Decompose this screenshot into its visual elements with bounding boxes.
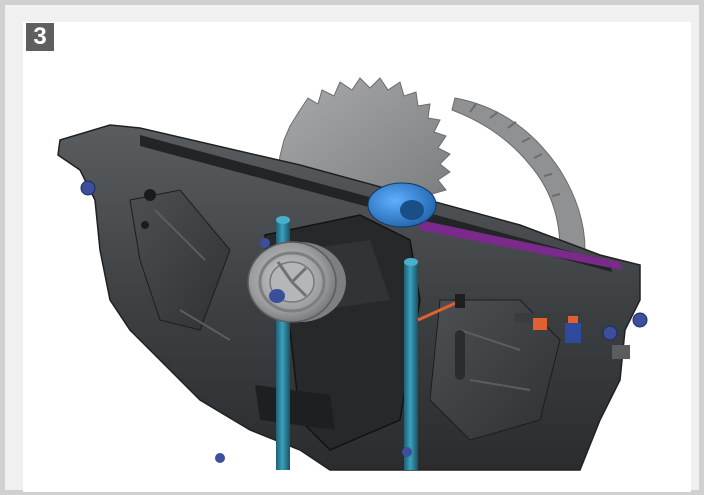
clamp-bolts	[417, 294, 585, 343]
belt-pulley	[247, 241, 346, 323]
hex-nuts	[80, 180, 648, 463]
step-number-badge: 3	[26, 23, 54, 51]
motor-cap	[367, 182, 437, 228]
